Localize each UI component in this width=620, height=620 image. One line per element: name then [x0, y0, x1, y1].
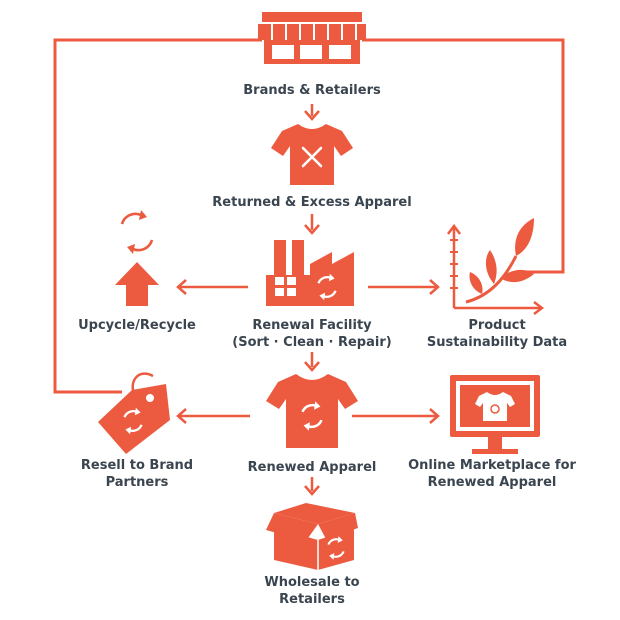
marketplace-label: Online Marketplace for Renewed Apparel	[392, 457, 592, 491]
monitor-icon	[450, 375, 540, 454]
renewed-label: Renewed Apparel	[222, 459, 402, 476]
arrow-renewed-to-wholesale	[304, 477, 320, 496]
factory-icon	[266, 240, 354, 306]
facility-label-line2: (Sort · Clean · Repair)	[232, 335, 392, 350]
data-label: Product Sustainability Data	[412, 317, 582, 351]
arrow-facility-to-upcycle	[176, 279, 248, 295]
right-loop-line	[362, 38, 565, 274]
marketplace-label-line1: Online Marketplace for	[408, 458, 576, 473]
upcycle-label: Upcycle/Recycle	[62, 317, 212, 334]
facility-label: Renewal Facility (Sort · Clean · Repair)	[212, 317, 412, 351]
wholesale-label-line1: Wholesale to	[264, 575, 360, 590]
arrow-renewed-to-marketplace	[352, 408, 440, 424]
wholesale-label: Wholesale to Retailers	[232, 574, 392, 608]
tshirt-x-icon	[271, 124, 353, 185]
wholesale-label-line2: Retailers	[279, 592, 345, 607]
resell-label: Resell to Brand Partners	[62, 457, 212, 491]
tshirt-recycle-icon	[266, 374, 358, 448]
arrow-facility-to-data	[368, 279, 440, 295]
left-loop-line	[53, 38, 262, 394]
resell-label-line1: Resell to Brand	[80, 458, 194, 473]
arrow-facility-to-renewed	[304, 352, 320, 372]
marketplace-label-line2: Renewed Apparel	[427, 475, 557, 490]
brands-label-text: Brands & Retailers	[243, 83, 381, 98]
storefront-icon	[258, 12, 366, 64]
price-tag-icon	[98, 372, 170, 454]
arrow-returned-to-facility	[304, 214, 320, 235]
renewed-label-text: Renewed Apparel	[247, 460, 377, 475]
data-label-line1: Product	[468, 318, 526, 333]
returned-label: Returned & Excess Apparel	[182, 194, 442, 211]
arrow-renewed-to-resell	[176, 408, 250, 424]
upcycle-arrow-icon	[115, 210, 159, 306]
box-icon	[266, 503, 358, 570]
facility-label-line1: Renewal Facility	[252, 318, 372, 333]
resell-label-line2: Partners	[105, 475, 169, 490]
upcycle-label-text: Upcycle/Recycle	[78, 318, 196, 333]
growth-chart-icon	[447, 218, 545, 315]
data-label-line2: Sustainability Data	[426, 335, 568, 350]
arrow-brands-to-returned	[304, 104, 320, 121]
brands-label: Brands & Retailers	[212, 82, 412, 99]
returned-label-text: Returned & Excess Apparel	[212, 195, 412, 210]
